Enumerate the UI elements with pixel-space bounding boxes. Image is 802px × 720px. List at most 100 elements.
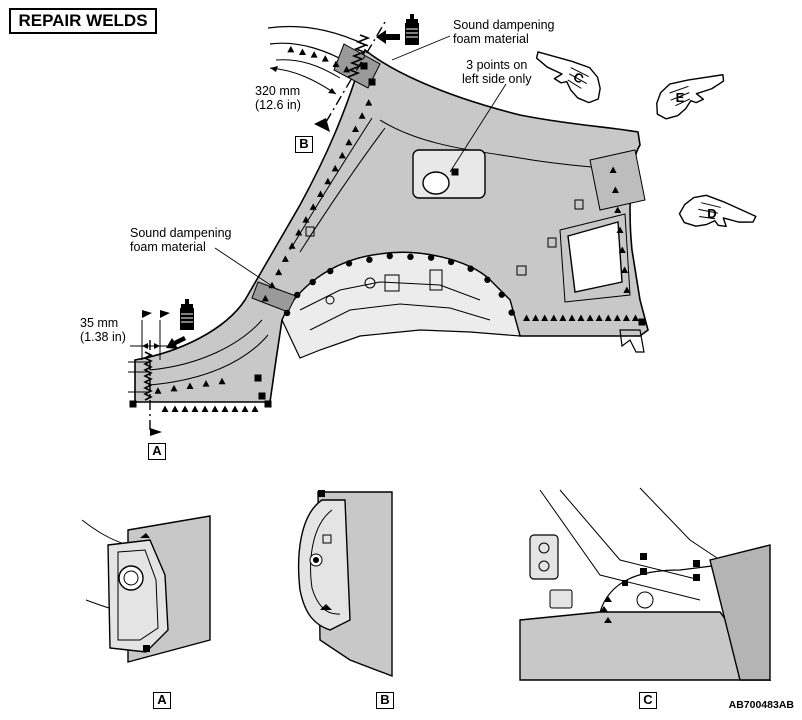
weld-triangle-icon <box>241 405 249 412</box>
weld-triangle-icon <box>595 314 603 321</box>
weld-triangle-icon <box>186 382 194 389</box>
weld-triangle-icon <box>309 203 317 210</box>
detail-label-c: C <box>639 692 657 709</box>
weld-triangle-icon <box>231 405 239 412</box>
weld-triangle-icon <box>577 314 585 321</box>
weld-dot-icon <box>327 267 334 275</box>
cut-line-a <box>143 351 153 401</box>
weld-dot-icon <box>283 309 291 317</box>
weld-triangle-icon <box>310 51 318 58</box>
dimension-320: 320 mm (12.6 in) <box>255 84 301 112</box>
section-label-a: A <box>148 443 166 460</box>
weld-triangle-icon <box>568 314 576 321</box>
weld-triangle-icon <box>154 387 162 394</box>
weld-triangle-icon <box>324 177 332 185</box>
weld-triangle-icon <box>218 377 226 385</box>
weld-triangle-icon <box>622 314 630 321</box>
weld-triangle-icon <box>295 229 303 236</box>
detail-view-b <box>297 490 393 678</box>
weld-dot-icon <box>498 291 505 298</box>
weld-triangle-icon <box>618 246 626 253</box>
weld-square-icon <box>451 168 459 176</box>
weld-triangle-icon <box>365 99 373 106</box>
weld-dot-icon <box>508 309 515 316</box>
weld-triangle-icon <box>268 281 276 289</box>
weld-triangle-icon <box>621 266 629 273</box>
weld-triangle-icon <box>321 55 329 62</box>
sealant-tube-icon <box>404 13 420 46</box>
weld-marks <box>129 45 646 412</box>
wheel-house <box>281 251 521 359</box>
weld-triangle-icon <box>532 314 540 321</box>
weld-triangle-icon <box>523 314 531 321</box>
detail-view-c <box>519 485 772 681</box>
view-e-letter: E <box>676 90 685 105</box>
weld-triangle-icon <box>550 314 558 321</box>
weld-triangle-icon <box>191 405 199 412</box>
weld-triangle-icon <box>275 268 283 276</box>
weld-square-icon <box>368 78 376 86</box>
weld-triangle-icon <box>616 226 624 233</box>
three-points-callout: 3 points on left side only <box>462 58 532 86</box>
weld-dot-icon <box>345 260 353 267</box>
weld-square-icon <box>264 400 272 408</box>
weld-triangle-icon <box>317 190 325 198</box>
weld-square-icon <box>129 400 137 408</box>
weld-dot-icon <box>447 258 455 266</box>
weld-triangle-icon <box>251 405 259 412</box>
weld-dot-icon <box>386 252 393 260</box>
weld-triangle-icon <box>288 242 296 249</box>
foam-callout-left: Sound dampening foam material <box>130 226 232 254</box>
weld-dot-icon <box>407 253 414 261</box>
figure-code: AB700483AB <box>728 699 794 711</box>
detail-label-b: B <box>376 692 394 709</box>
detail-view-a <box>81 515 211 663</box>
weld-triangle-icon <box>358 112 366 119</box>
weld-triangle-icon <box>541 314 549 321</box>
weld-triangle-icon <box>623 286 631 293</box>
weld-square-icon <box>254 374 262 382</box>
weld-dot-icon <box>366 256 373 263</box>
weld-dot-icon <box>467 265 474 272</box>
weld-triangle-icon <box>631 314 639 321</box>
weld-triangle-icon <box>609 166 617 173</box>
weld-triangle-icon <box>202 380 210 387</box>
weld-triangle-icon <box>343 65 351 73</box>
tail-lamp-pocket <box>567 221 623 293</box>
weld-dot-icon <box>309 278 316 286</box>
weld-triangle-icon <box>332 60 340 67</box>
fuel-filler-opening <box>412 149 486 199</box>
weld-triangle-icon <box>302 216 310 223</box>
weld-triangle-icon <box>611 186 619 193</box>
weld-triangle-icon <box>298 48 306 55</box>
weld-triangle-icon <box>201 405 209 412</box>
weld-dot-icon <box>294 291 301 299</box>
weld-triangle-icon <box>171 405 179 412</box>
weld-triangle-icon <box>586 314 594 321</box>
weld-dot-icon <box>484 276 491 283</box>
weld-triangle-icon <box>559 314 567 321</box>
weld-triangle-icon <box>604 314 612 321</box>
weld-dot-icon <box>427 254 435 261</box>
foam-callout-top: Sound dampening foam material <box>453 18 555 46</box>
weld-triangle-icon <box>614 206 622 213</box>
view-d-letter: D <box>707 206 716 221</box>
weld-triangle-icon <box>161 405 169 412</box>
weld-triangle-icon <box>281 255 289 262</box>
weld-triangle-icon <box>287 45 295 53</box>
weld-triangle-icon <box>221 405 229 412</box>
detail-label-a: A <box>153 692 171 709</box>
main-quarter-panel-view: C E D <box>128 13 759 436</box>
section-label-b: B <box>295 136 313 153</box>
weld-triangle-icon <box>613 314 621 321</box>
dimension-35: 35 mm (1.38 in) <box>80 316 126 344</box>
cut-line-b <box>347 34 371 78</box>
sealant-tube-icon <box>179 298 195 331</box>
weld-triangle-icon <box>211 405 219 412</box>
viewing-hand-icon <box>677 191 759 235</box>
viewing-hand-icon <box>647 61 732 124</box>
weld-triangle-icon <box>338 151 346 159</box>
weld-triangle-icon <box>345 138 353 146</box>
